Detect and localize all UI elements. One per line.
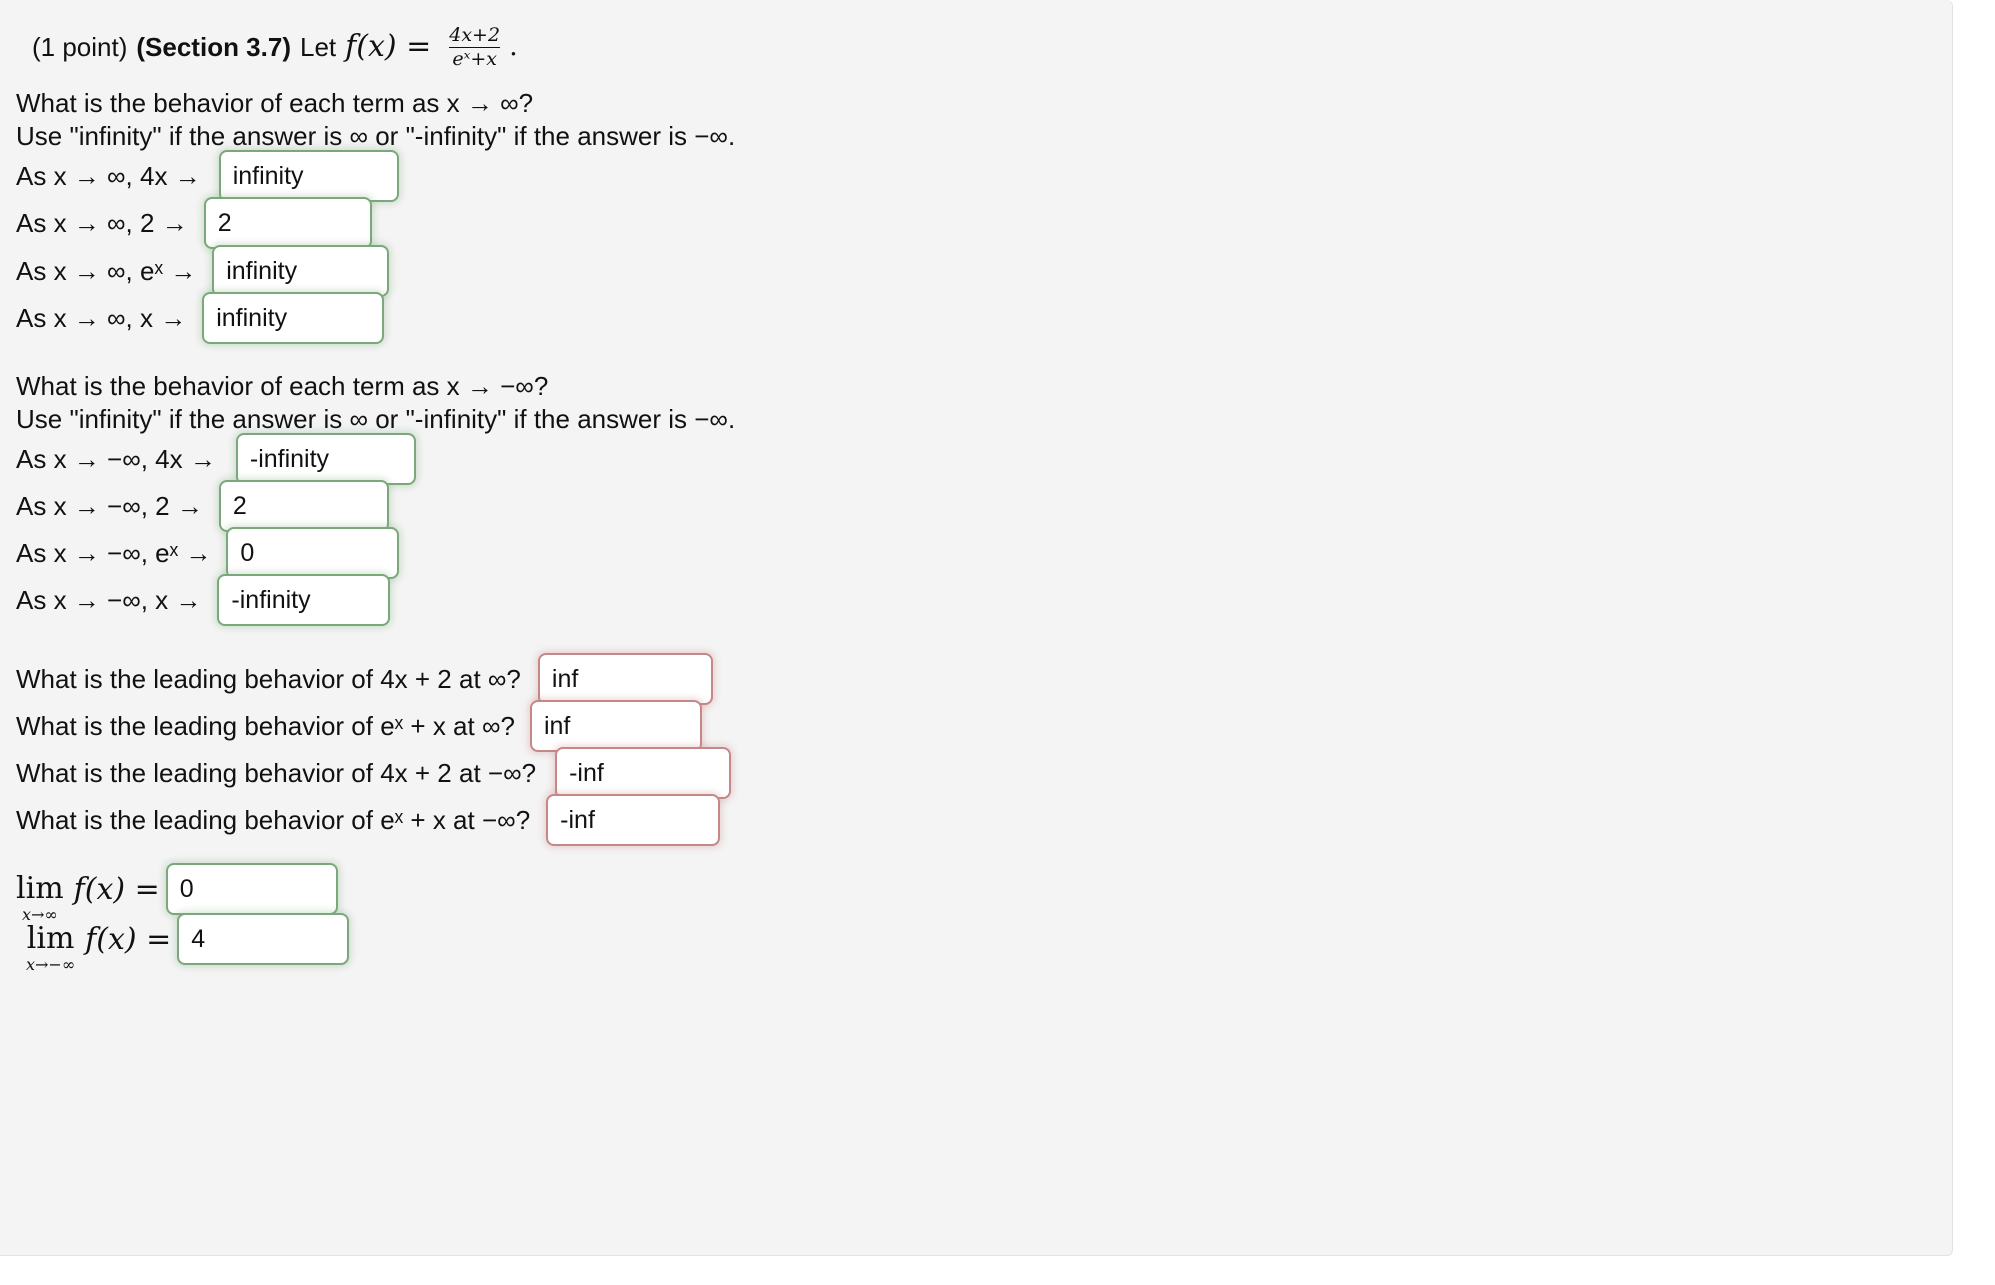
instruction-neg-infinity: Use "infinity" if the answer is ∞ or "-i… (16, 404, 736, 434)
question-pos-infinity: What is the behavior of each term as x →… (16, 88, 534, 118)
row-leading-4x-neg: What is the leading behavior of 4x + 2 a… (16, 747, 732, 799)
answer-input-pos-x[interactable]: infinity (202, 292, 385, 344)
fraction-numerator: 4x+2 (449, 24, 501, 46)
answer-input-pos-ex[interactable]: infinity (212, 245, 390, 297)
limit-expression-pos: f(x) = (73, 871, 160, 907)
answer-input-pos-4x[interactable]: infinity (218, 150, 399, 202)
limit-lim-label-neg: lim (26, 920, 75, 956)
fraction-denominator: eˣ+x (449, 47, 500, 70)
limit-operator-pos-inf: lim x→∞ (16, 870, 64, 924)
problem-content: (1 point) (Section 3.7) Let f(x) = 4x+2 … (16, 0, 1952, 1255)
row-leading-ex-neg: What is the leading behavior of eˣ + x a… (16, 794, 721, 846)
row-label-neg-2: As x → −∞, 2 → (16, 490, 203, 521)
limit-subscript-neg: x→−∞ (26, 954, 76, 974)
function-definition: f(x) = (345, 28, 432, 64)
answer-input-leading-4x-neg[interactable]: -inf (555, 747, 732, 799)
problem-panel: (1 point) (Section 3.7) Let f(x) = 4x+2 … (0, 0, 1953, 1256)
limit-operator-neg-inf: lim x→−∞ (26, 920, 76, 974)
row-limit-pos-inf: lim x→∞ f(x) = 0 (16, 863, 338, 924)
row-label-pos-2: As x → ∞, 2 → (16, 207, 188, 238)
row-pos-4x: As x → ∞, 4x → infinity (16, 150, 399, 202)
row-leading-ex-pos: What is the leading behavior of eˣ + x a… (16, 700, 702, 752)
row-neg-x: As x → −∞, x → -infinity (16, 574, 391, 626)
row-neg-ex: As x → −∞, eˣ → 0 (16, 527, 400, 579)
limit-lim-label-pos: lim (16, 870, 64, 906)
limit-expression-neg: f(x) = (85, 921, 172, 957)
row-label-pos-ex: As x → ∞, eˣ → (16, 255, 197, 286)
answer-input-leading-ex-pos[interactable]: inf (529, 700, 702, 752)
row-neg-4x: As x → −∞, 4x → -infinity (16, 433, 416, 485)
answer-input-pos-2[interactable]: 2 (203, 197, 372, 249)
answer-input-leading-4x-pos[interactable]: inf (537, 653, 713, 705)
points-label: (1 point) (32, 31, 128, 62)
row-pos-ex: As x → ∞, eˣ → infinity (16, 245, 390, 297)
row-label-neg-x: As x → −∞, x → (16, 584, 202, 615)
row-label-neg-4x: As x → −∞, 4x → (16, 443, 216, 474)
answer-input-neg-x[interactable]: -infinity (217, 574, 391, 626)
section-label: (Section 3.7) (136, 31, 291, 62)
answer-input-neg-4x[interactable]: -infinity (235, 433, 416, 485)
row-pos-x: As x → ∞, x → infinity (16, 292, 385, 344)
limit-subscript-pos: x→∞ (21, 904, 58, 924)
row-label-pos-x: As x → ∞, x → (16, 302, 187, 333)
fraction: 4x+2 eˣ+x (446, 24, 503, 71)
answer-input-leading-ex-neg[interactable]: -inf (546, 794, 721, 846)
question-neg-infinity: What is the behavior of each term as x →… (16, 371, 549, 401)
row-neg-2: As x → −∞, 2 → 2 (16, 480, 389, 532)
row-limit-neg-inf: lim x→−∞ f(x) = 4 (26, 913, 350, 974)
answer-input-limit-neg-inf[interactable]: 4 (177, 913, 350, 965)
instruction-pos-infinity: Use "infinity" if the answer is ∞ or "-i… (16, 121, 736, 151)
row-label-leading-ex-neg: What is the leading behavior of eˣ + x a… (16, 804, 531, 835)
row-label-pos-4x: As x → ∞, 4x → (16, 160, 201, 191)
row-label-leading-ex-pos: What is the leading behavior of eˣ + x a… (16, 710, 515, 741)
answer-input-limit-pos-inf[interactable]: 0 (165, 863, 338, 915)
row-label-neg-ex: As x → −∞, eˣ → (16, 537, 212, 568)
row-label-leading-4x-pos: What is the leading behavior of 4x + 2 a… (16, 663, 521, 694)
answer-input-neg-2[interactable]: 2 (218, 480, 389, 532)
row-pos-2: As x → ∞, 2 → 2 (16, 197, 372, 249)
period: . (509, 31, 518, 63)
let-label: Let (299, 31, 337, 62)
problem-header: (1 point) (Section 3.7) Let f(x) = 4x+2 … (32, 24, 527, 70)
answer-input-neg-ex[interactable]: 0 (226, 527, 400, 579)
row-label-leading-4x-neg: What is the leading behavior of 4x + 2 a… (16, 757, 537, 788)
row-leading-4x-pos: What is the leading behavior of 4x + 2 a… (16, 653, 713, 705)
